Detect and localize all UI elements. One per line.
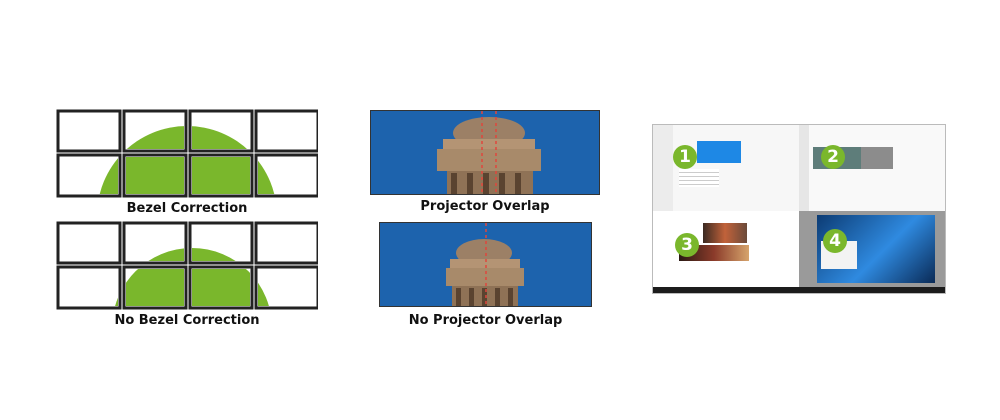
bezel-correction-wall xyxy=(56,109,318,198)
left-pane-strip xyxy=(799,125,809,211)
no-bezel-correction-diagram xyxy=(56,220,318,315)
photo-strip xyxy=(703,223,747,243)
bezel-correction-diagram xyxy=(56,108,318,203)
desktop-quadrant-1: 1 xyxy=(653,125,800,212)
rotunda-photo-no-overlap xyxy=(380,223,591,306)
projector-overlap-image xyxy=(370,110,600,195)
window-text-block xyxy=(679,169,719,187)
taskbar xyxy=(653,287,945,293)
projector-overlap-caption: Projector Overlap xyxy=(420,199,550,214)
no-projector-overlap-caption: No Projector Overlap xyxy=(408,313,563,328)
bezel-correction-caption: Bezel Correction xyxy=(126,201,248,216)
multi-desktop-screenshot: 1 2 3 4 xyxy=(652,124,946,294)
no-projector-overlap-image xyxy=(379,222,592,307)
desktop-quadrant-4: 4 xyxy=(799,211,945,287)
desktop-quadrant-2: 2 xyxy=(799,125,945,212)
badge-2: 2 xyxy=(821,145,845,169)
desktop-quadrant-3: 3 xyxy=(653,211,800,287)
blue-preview-tile xyxy=(697,141,741,163)
badge-1: 1 xyxy=(673,145,697,169)
green-circle-shape xyxy=(112,248,272,306)
badge-3: 3 xyxy=(675,233,699,257)
green-circle-shape xyxy=(97,126,277,194)
grey-bar-element xyxy=(861,147,893,169)
badge-4: 4 xyxy=(823,229,847,253)
sidebar-strip xyxy=(653,125,673,211)
no-bezel-correction-wall xyxy=(56,221,318,310)
rotunda-photo-overlap xyxy=(371,111,599,194)
no-bezel-correction-caption: No Bezel Correction xyxy=(114,313,260,328)
